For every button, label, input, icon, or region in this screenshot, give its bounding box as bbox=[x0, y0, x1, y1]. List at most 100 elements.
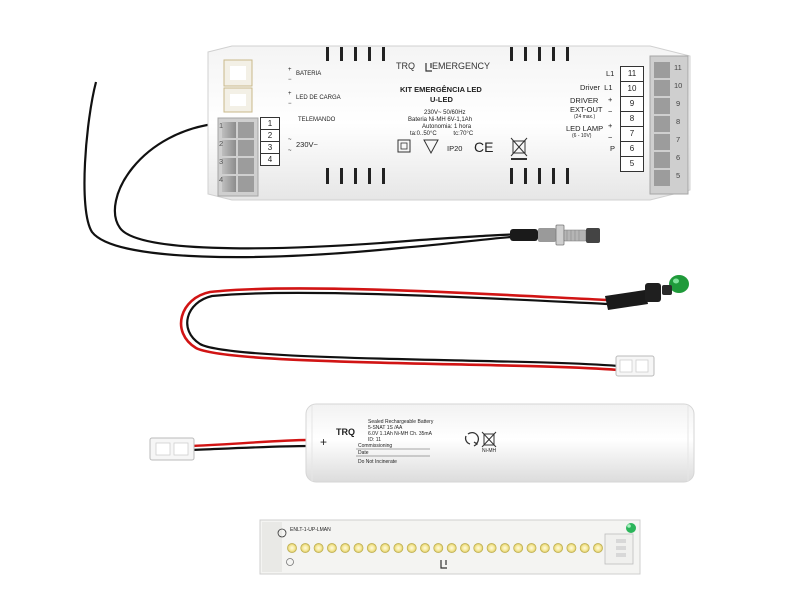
terminal-2: 2 bbox=[260, 129, 280, 142]
left-block-num-1: 1 bbox=[219, 121, 224, 130]
led-board-code: ENLT-1-UP-LMAN bbox=[290, 527, 331, 533]
led-chip bbox=[287, 543, 297, 553]
battery-waste-label: Ni-MH bbox=[482, 448, 497, 454]
sign-right-plus-1: + bbox=[608, 95, 613, 104]
battery-line-4: ID: 11 bbox=[368, 437, 381, 443]
right-block-num-8: 8 bbox=[676, 117, 681, 126]
right-block-num-11: 11 bbox=[674, 63, 682, 72]
module-brand: TRQ EMERGENCY bbox=[396, 62, 490, 71]
terminal-4: 4 bbox=[260, 153, 280, 166]
module-spec-2: Bateria Ni-MH 6V-1,1Ah bbox=[408, 117, 473, 123]
sign-right-plus-2: + bbox=[608, 121, 613, 130]
led-chip bbox=[473, 543, 484, 553]
ce-mark: CE bbox=[474, 139, 494, 155]
sign-bat-plus: + bbox=[288, 67, 292, 73]
led-chip bbox=[566, 543, 577, 553]
left-block-num-3: 3 bbox=[219, 157, 224, 166]
terminal-8: 8 bbox=[620, 111, 644, 127]
brand-suffix: EMERGENCY bbox=[432, 61, 491, 71]
led-chip bbox=[579, 543, 590, 553]
led-chip bbox=[526, 543, 537, 553]
battery-line-2: 5-SNAT 1S /AA bbox=[368, 425, 403, 431]
label-led-de-carga: LED DE CARGA bbox=[296, 95, 341, 101]
label-driver: DRIVER bbox=[570, 96, 599, 105]
ip-rating: IP20 bbox=[447, 144, 463, 153]
emergency-module bbox=[207, 45, 691, 201]
module-spec-3: Autonomia: 1 hora bbox=[422, 124, 472, 130]
charge-led-cable bbox=[179, 275, 689, 372]
led-chip bbox=[553, 543, 563, 553]
brand-text: TRQ bbox=[396, 61, 415, 71]
sign-bat-minus: − bbox=[288, 77, 292, 83]
module-title: KIT EMERGÊNCIA LED bbox=[400, 85, 482, 94]
battery-plus: + bbox=[320, 435, 328, 449]
sign-right-minus-1: − bbox=[608, 107, 613, 116]
led-chip bbox=[513, 543, 524, 553]
label-ext-out: EXT-OUT bbox=[570, 105, 603, 114]
led-board-logo-icon bbox=[440, 560, 447, 569]
label-led-lamp-sub: (6 - 10V) bbox=[572, 133, 592, 139]
right-block-num-5: 5 bbox=[676, 171, 681, 180]
sign-led-minus: − bbox=[288, 101, 292, 107]
label-p: P bbox=[610, 144, 616, 153]
recycle-icon bbox=[464, 431, 480, 447]
weee-bin-icon bbox=[510, 137, 528, 160]
trq-logo-icon bbox=[425, 63, 432, 72]
test-button bbox=[510, 224, 600, 246]
battery-brand: TRQ bbox=[336, 427, 355, 437]
led-chip bbox=[340, 543, 351, 553]
led-chip bbox=[353, 543, 364, 553]
battery-line-7: Do Not Incinerate bbox=[358, 459, 397, 465]
label-telemando: TELEMANDO bbox=[298, 117, 336, 123]
label-l1: L1 bbox=[606, 69, 615, 78]
terminal-6: 6 bbox=[620, 141, 644, 157]
battery-line-6: Date bbox=[358, 450, 369, 456]
right-block-num-9: 9 bbox=[676, 99, 681, 108]
right-block-num-10: 10 bbox=[674, 81, 683, 90]
led-chip bbox=[420, 543, 430, 553]
sign-right-minus-2: − bbox=[608, 133, 613, 142]
module-spec-4: ta:0..50°C tc:70°C bbox=[410, 131, 474, 137]
led-chip bbox=[460, 543, 470, 553]
sign-led-plus: + bbox=[288, 91, 292, 97]
charge-led-connector bbox=[615, 355, 655, 377]
label-bateria: BATERIA bbox=[296, 71, 322, 77]
terminal-5: 5 bbox=[620, 156, 644, 172]
label-driver-l1: Driver L1 bbox=[580, 83, 613, 92]
led-chip bbox=[499, 543, 510, 553]
module-spec-1: 230V~ 50/60Hz bbox=[424, 110, 466, 116]
right-block-num-7: 7 bbox=[676, 135, 681, 144]
black-cable bbox=[83, 81, 536, 259]
led-chip bbox=[393, 543, 404, 553]
led-chip bbox=[593, 543, 603, 553]
led-chip bbox=[486, 543, 497, 553]
led-chip bbox=[433, 543, 444, 553]
led-chip bbox=[326, 543, 337, 553]
led-chip bbox=[366, 543, 377, 553]
left-block-num-4: 4 bbox=[219, 175, 224, 184]
label-230v: 230V~ bbox=[296, 140, 318, 149]
right-block-num-6: 6 bbox=[676, 153, 681, 162]
sign-tilde-1: ~ bbox=[288, 137, 292, 143]
battery-bin-icon bbox=[481, 431, 497, 448]
terminal-7: 7 bbox=[620, 126, 644, 142]
label-ext-out-sub: (24 max.) bbox=[574, 114, 596, 120]
terminal-11: 11 bbox=[620, 66, 644, 82]
terminal-1: 1 bbox=[260, 117, 280, 130]
terminal-10: 10 bbox=[620, 81, 644, 97]
battery-pack bbox=[305, 403, 695, 483]
led-chip bbox=[313, 543, 324, 553]
battery-line-5: Commissioning bbox=[358, 443, 393, 449]
module-subtitle: U-LED bbox=[430, 95, 453, 104]
led-chip bbox=[406, 543, 417, 553]
led-chip bbox=[539, 543, 550, 553]
led-row bbox=[287, 543, 603, 553]
battery-line-1: Sealed Rechargeable Battery bbox=[368, 419, 434, 425]
led-chip bbox=[446, 543, 457, 553]
led-chip bbox=[300, 543, 311, 553]
sign-tilde-2: ~ bbox=[288, 148, 292, 154]
battery-line-3: 6.0V 1.1Ah Ni-MH Ch. 35mA bbox=[368, 431, 432, 437]
battery-cable bbox=[149, 437, 309, 461]
left-block-num-2: 2 bbox=[219, 139, 224, 148]
